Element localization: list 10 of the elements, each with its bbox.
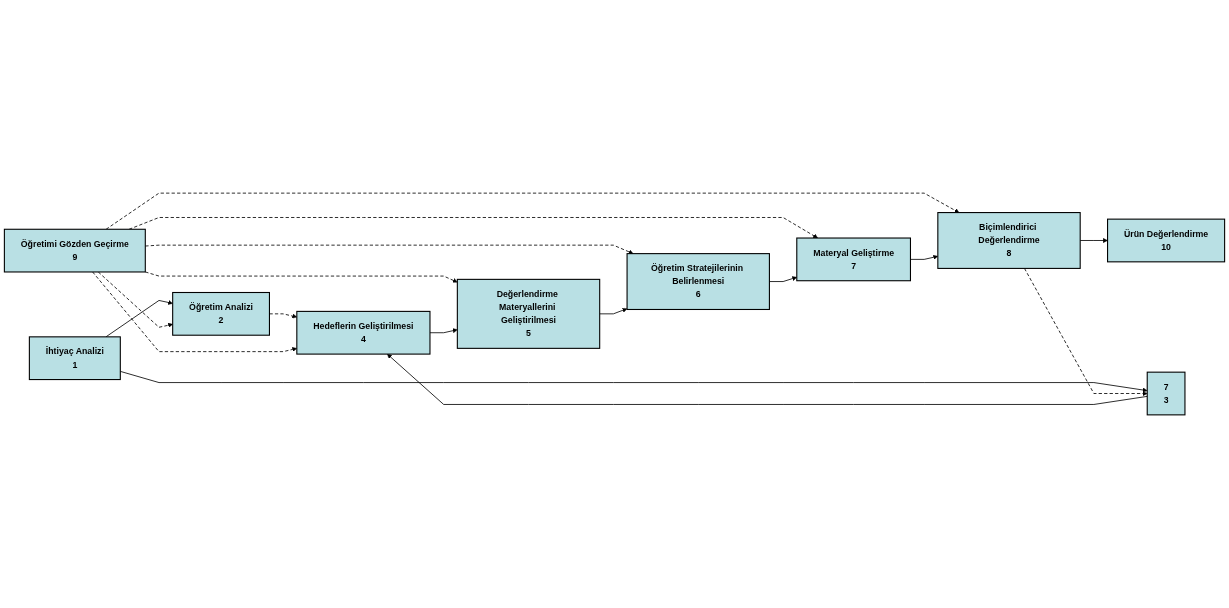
node-box: Biçimlendirici Değerlendirme 8 [937, 212, 1081, 269]
node-box: Öğretimi Gözden Geçirme 9 [3, 228, 146, 273]
node-box: Materyal Geliştirme 7 [796, 237, 911, 282]
node-box: Değerlendirme Materyallerini Geliştirilmesi 5 [456, 278, 601, 349]
node-box: Öğretim Analizi 2 [172, 291, 270, 336]
node-box: İhtiyaç Analizi 1 [28, 336, 121, 381]
node-box: Hedeflerin Geliştirilmesi 4 [296, 310, 431, 355]
node-box: Ürün Değerlendirme 10 [1107, 218, 1226, 263]
node-box: Öğretim Stratejilerinin Belirlenmesi 6 [626, 253, 770, 310]
node-box: 7 3 [1146, 371, 1186, 416]
